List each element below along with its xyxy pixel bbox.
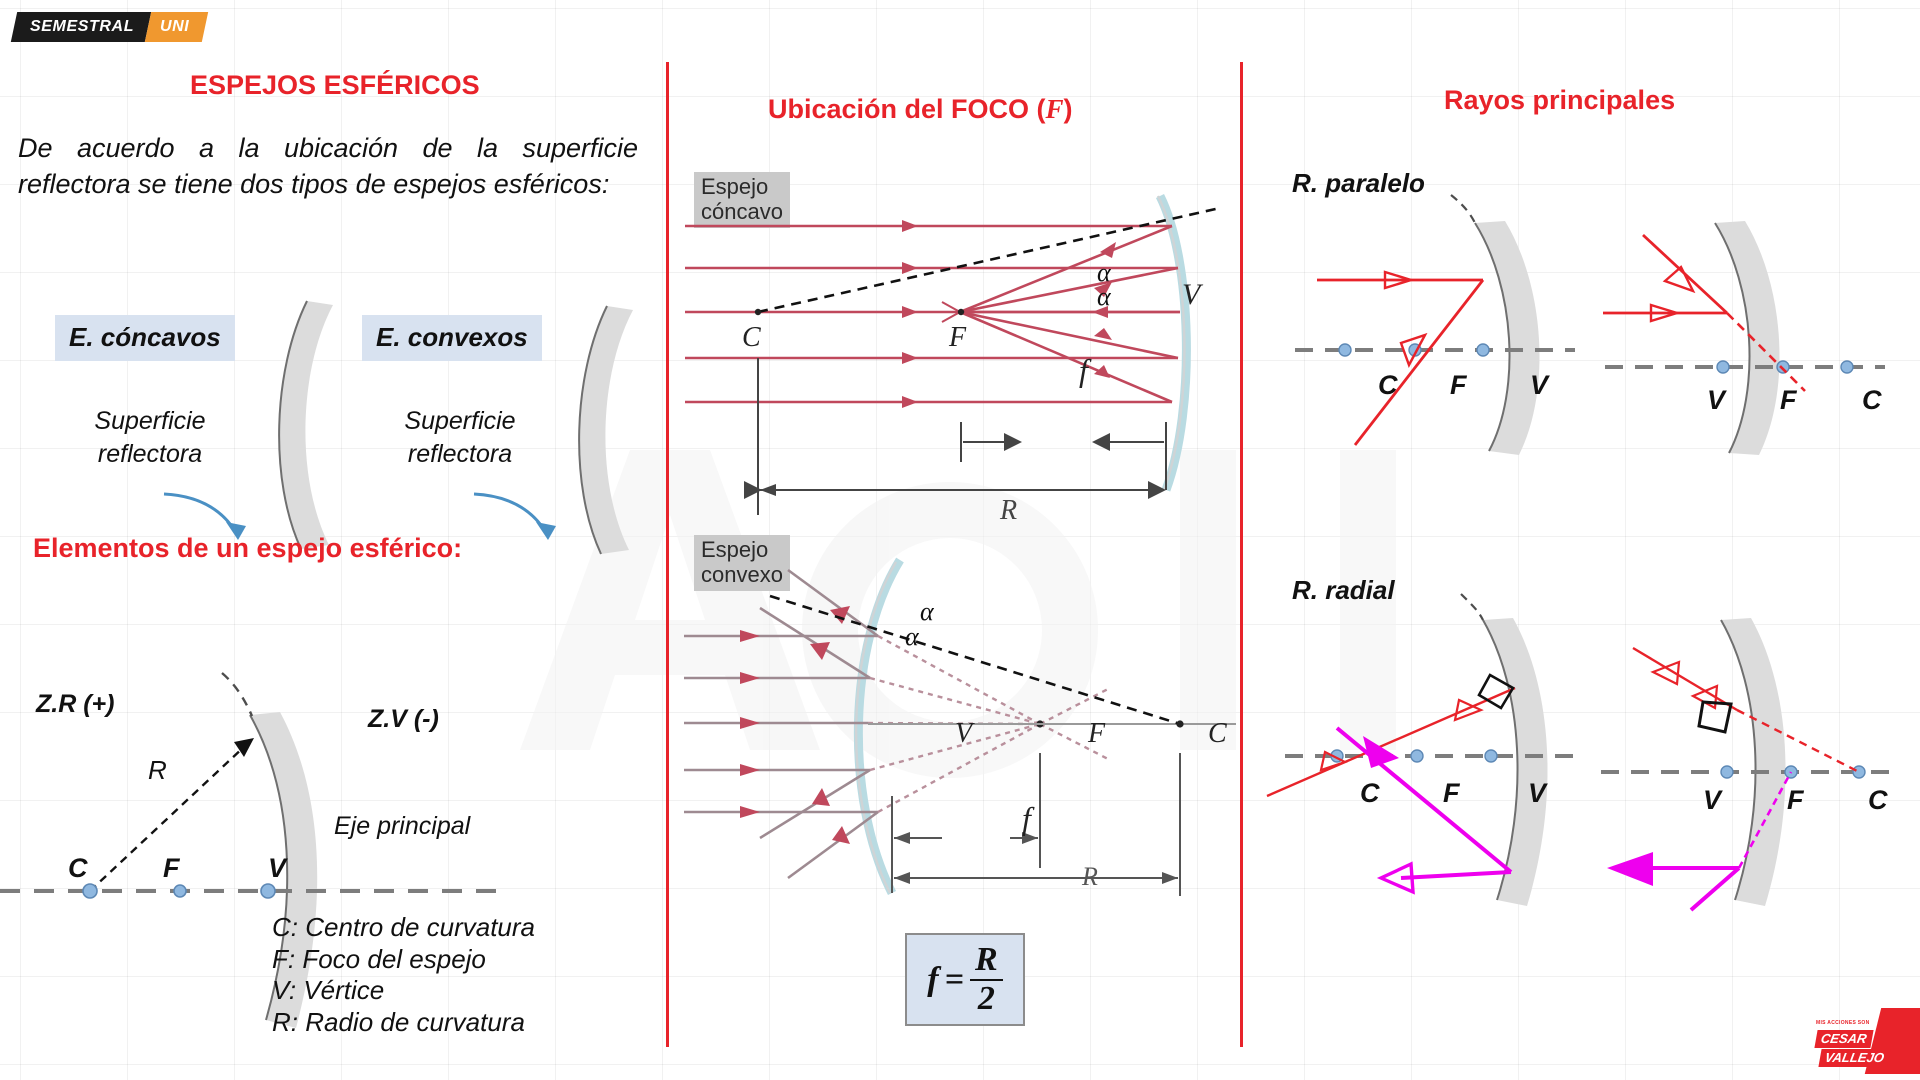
convex-label-c: C — [1208, 718, 1227, 749]
brand-line-1: CESAR — [1814, 1030, 1874, 1048]
elements-heading: Elementos de un espejo esférico: — [33, 533, 463, 563]
zone-virtual-label: Z.V (-) — [368, 705, 439, 733]
convex-label-alpha1: α — [920, 597, 934, 626]
parallel-convex-label-f: F — [1780, 385, 1797, 415]
logo-semestral-text: SEMESTRAL — [30, 18, 135, 35]
parallel-ray-heading: R. paralelo — [1292, 168, 1425, 198]
concave-label-alpha1: α — [1097, 258, 1111, 287]
convex-focus-diagram — [684, 557, 1236, 896]
column-divider-right — [1240, 62, 1243, 1047]
zone-real-label: Z.R (+) — [36, 690, 115, 718]
radial-convex-label-f: F — [1787, 785, 1804, 815]
convex-mirror-shape — [578, 305, 633, 555]
brand-tagline: MIS ACCIONES SON — [1816, 1020, 1870, 1026]
center-title-close: ) — [1063, 94, 1073, 124]
concave-mirror-shape — [278, 300, 333, 550]
column-divider-left — [666, 62, 669, 1047]
convex-mirror-chip: Espejo convexo — [694, 535, 790, 592]
parallel-concave-label-v: V — [1530, 370, 1549, 400]
concave-focus-diagram — [685, 193, 1221, 515]
center-title-text: Ubicación del FOCO ( — [768, 94, 1046, 124]
convex-mirror-pill: E. convexos — [362, 315, 542, 361]
logo-uni-segment: UNI — [144, 12, 209, 42]
concave-mirror-pill: E. cóncavos — [55, 315, 235, 361]
convex-label-f: F — [1088, 718, 1106, 749]
radial-ray-convex-diagram — [1601, 618, 1891, 912]
focal-length-formula: f = R 2 — [905, 933, 1025, 1026]
parallel-convex-label-c: C — [1862, 385, 1882, 415]
legend-item-v: V: Vértice — [272, 975, 385, 1006]
parallel-convex-label-v: V — [1707, 385, 1726, 415]
parallel-concave-label-c: C — [1378, 370, 1398, 400]
convex-label-focal: f — [1022, 800, 1031, 836]
right-title: Rayos principales — [1444, 85, 1676, 115]
concave-mirror-chip: Espejo cóncavo — [694, 172, 790, 229]
concave-label-radius: R — [1000, 495, 1018, 526]
concave-label-f: F — [949, 322, 967, 353]
concave-label-focal: f — [1079, 352, 1088, 388]
radius-label: R — [148, 755, 167, 785]
point-label-c: C — [68, 853, 88, 883]
semestral-uni-logo: SEMESTRAL UNI — [10, 12, 209, 42]
formula-denominator: 2 — [977, 979, 995, 1017]
intro-paragraph: De acuerdo a la ubicación de la superfic… — [18, 133, 638, 200]
parallel-concave-label-f: F — [1450, 370, 1467, 400]
principal-axis-label: Eje principal — [334, 812, 471, 840]
formula-equals: = — [944, 960, 964, 998]
legend-item-c: C: Centro de curvatura — [272, 912, 536, 942]
parallel-ray-concave-diagram — [1295, 194, 1575, 455]
concave-label-alpha2: α — [1097, 282, 1111, 311]
convex-label-alpha2: α — [905, 622, 919, 651]
radial-concave-label-c: C — [1360, 778, 1380, 808]
formula-lhs: f — [927, 960, 939, 998]
radial-concave-label-f: F — [1443, 778, 1460, 808]
point-label-f: F — [163, 853, 180, 883]
formula-numerator: R — [970, 942, 1003, 981]
convex-label-v: V — [955, 718, 973, 749]
convex-surface-arrow-icon — [473, 492, 556, 540]
parallel-ray-convex-diagram — [1603, 221, 1885, 455]
radial-ray-heading: R. radial — [1292, 575, 1395, 605]
radial-ray-concave-diagram — [1266, 593, 1575, 906]
legend-item-r: R: Radio de curvatura — [272, 1007, 525, 1038]
center-title: Ubicación del FOCO (F) — [768, 94, 1073, 125]
convex-label-radius: R — [1082, 862, 1098, 891]
point-label-v: V — [268, 853, 287, 883]
page-title: ESPEJOS ESFÉRICOS — [190, 70, 480, 100]
radial-convex-label-v: V — [1703, 785, 1722, 815]
formula-fraction: R 2 — [970, 942, 1003, 1017]
elements-legend: C: Centro de curvatura F: Foco del espej… — [272, 912, 535, 1039]
legend-item-f: F: Foco del espejo — [272, 943, 486, 974]
logo-semestral-segment: SEMESTRAL — [10, 12, 152, 42]
radial-convex-label-c: C — [1868, 785, 1888, 815]
radial-concave-label-v: V — [1528, 778, 1547, 808]
brand-line-2: VALLEJO — [1818, 1049, 1891, 1067]
concave-surface-arrow-icon — [163, 492, 246, 540]
logo-uni-text: UNI — [160, 18, 190, 35]
convex-surface-caption: Superficie reflectora — [404, 407, 516, 468]
cesar-vallejo-logo: MIS ACCIONES SON CESAR VALLEJO — [1810, 1008, 1920, 1074]
concave-surface-caption: Superficie reflectora — [94, 407, 206, 468]
center-title-variable: F — [1045, 94, 1064, 124]
concave-label-c: C — [742, 322, 761, 353]
elements-diagram — [0, 672, 500, 1028]
concave-label-v: V — [1182, 278, 1201, 311]
